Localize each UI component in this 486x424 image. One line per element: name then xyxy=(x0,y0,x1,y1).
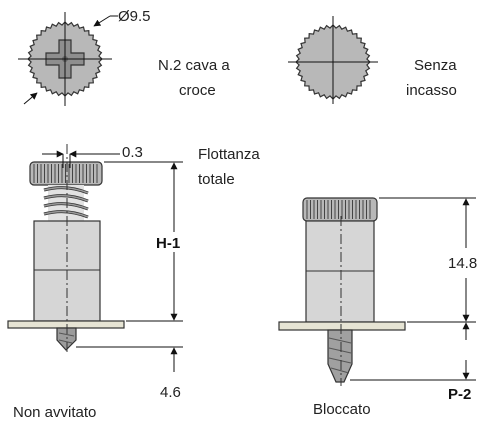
float-label-line2: totale xyxy=(198,171,235,188)
no-recess-label-line1: Senza xyxy=(414,57,457,74)
h1-label: H-1 xyxy=(156,235,180,252)
cross-recess-label-line2: croce xyxy=(179,82,216,99)
cross-recess-top-view: Ø9.5 N.2 cava a croce xyxy=(18,8,230,106)
panel xyxy=(7,320,125,329)
diameter-leader-bottom xyxy=(23,92,38,105)
diameter-leader-top xyxy=(93,15,111,27)
unscrewed-side-view: 0.3 Flottanza totale H-1 4.6 Non avvitat… xyxy=(7,144,260,421)
caption-locked: Bloccato xyxy=(313,401,371,418)
caption-unscrewed: Non avvitato xyxy=(13,404,96,421)
float-value: 0.3 xyxy=(122,144,143,161)
float-label-line1: Flottanza xyxy=(198,146,260,163)
no-recess-top-view: Senza incasso xyxy=(288,16,457,104)
diameter-label: Ø9.5 xyxy=(118,8,151,25)
knurl-lines xyxy=(33,164,98,183)
screw-thread xyxy=(58,332,75,344)
p2-label: P-2 xyxy=(448,386,471,403)
protrusion-value: 4.6 xyxy=(160,384,181,401)
screw-tip-locked xyxy=(327,329,353,383)
panel-locked xyxy=(278,321,406,331)
height-value: 14.8 xyxy=(448,255,477,272)
cross-recess-label-line1: N.2 cava a xyxy=(158,57,230,74)
knurl-lines-locked xyxy=(306,200,371,219)
spring xyxy=(43,185,89,221)
no-recess-label-line2: incasso xyxy=(406,82,457,99)
screw-thread-locked xyxy=(328,337,352,374)
locked-side-view: 14.8 P-2 Bloccato xyxy=(278,197,477,418)
